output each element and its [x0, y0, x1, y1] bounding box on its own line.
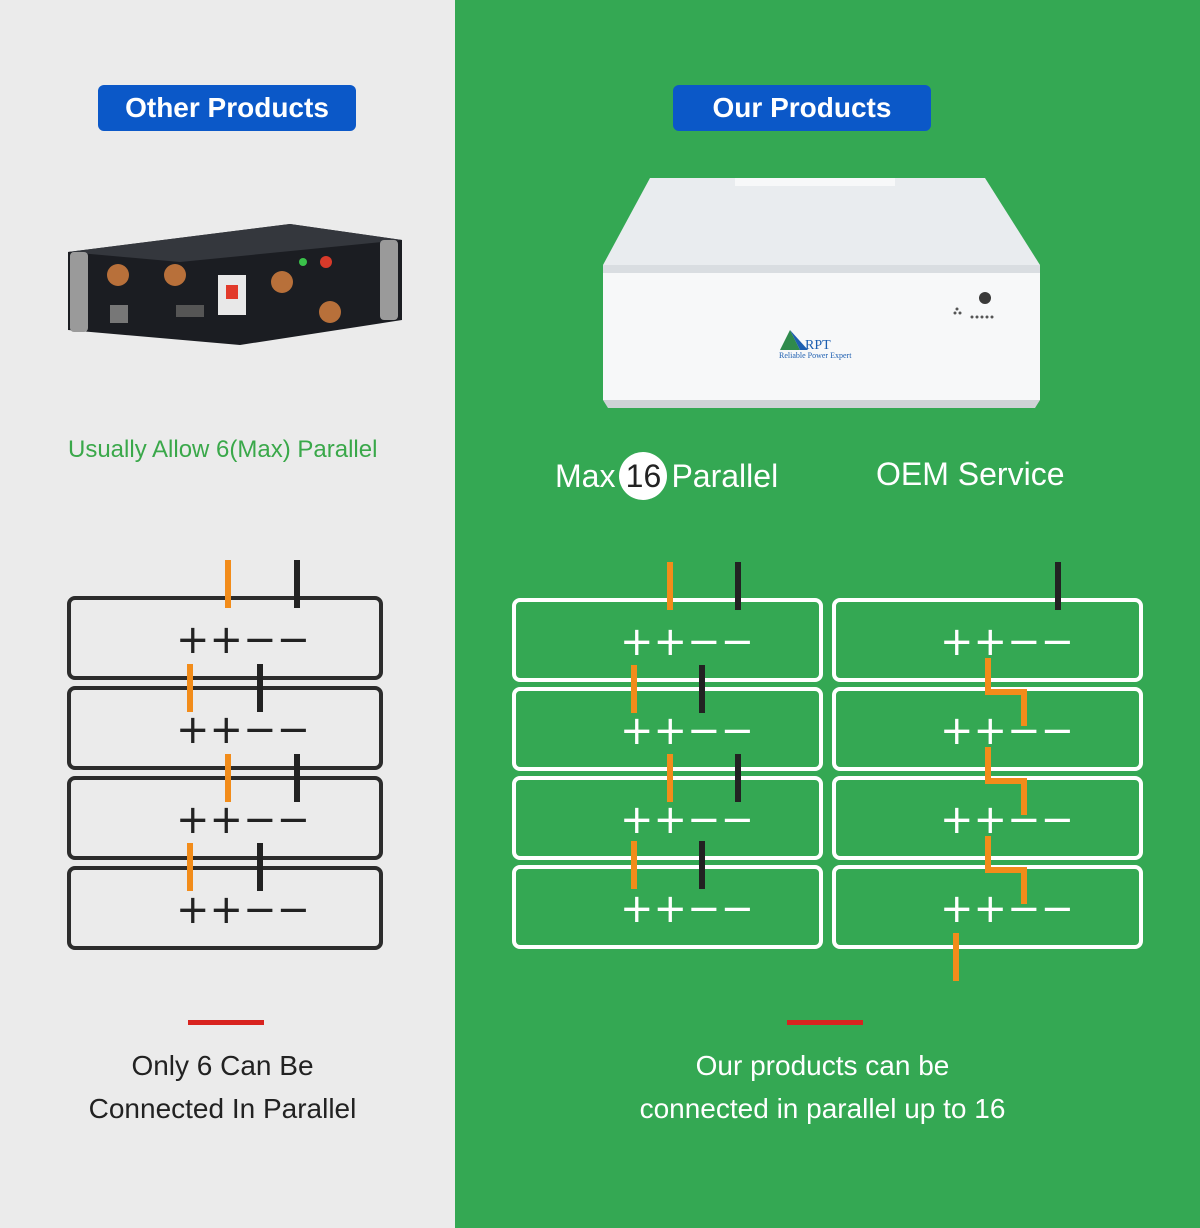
battery-terminals: ++−− — [176, 887, 310, 933]
battery-terminals: ++−− — [176, 617, 310, 663]
logo-text: RPT — [805, 338, 831, 353]
our-product-image — [603, 178, 1040, 408]
our-products-badge: Our Products — [673, 85, 931, 131]
battery-terminals: ++−− — [176, 707, 310, 753]
right-caption: Our products can be connected in paralle… — [455, 1044, 1190, 1130]
battery-terminals: ++−− — [620, 708, 754, 754]
right-caption-line-1: Our products can be — [695, 1050, 950, 1081]
left-caption-line-1: Only 6 Can Be — [131, 1050, 314, 1081]
battery-terminals: ++−− — [620, 886, 754, 932]
left-caption: Only 6 Can Be Connected In Parallel — [0, 1044, 445, 1130]
left-subtitle: Usually Allow 6(Max) Parallel — [68, 436, 378, 463]
right-red-divider — [787, 1020, 863, 1025]
battery-terminals: ++−− — [940, 797, 1074, 843]
other-products-badge: Other Products — [98, 85, 356, 131]
battery-terminals: ++−− — [176, 797, 310, 843]
left-wires — [187, 560, 300, 891]
battery-terminals: ++−− — [940, 886, 1074, 932]
logo-tagline: Reliable Power Expert — [779, 351, 852, 360]
oem-service-label: OEM Service — [876, 456, 1065, 492]
status-dots — [953, 307, 994, 319]
right-wires-a — [631, 562, 741, 889]
battery-box — [67, 866, 383, 950]
right-wires-b — [953, 562, 1061, 981]
left-caption-line-2: Connected In Parallel — [88, 1093, 357, 1124]
max-parallel-label: Max 16 Parallel — [555, 452, 778, 500]
left-red-divider — [188, 1020, 264, 1025]
max-prefix: Max — [555, 457, 616, 494]
right-caption-line-2: connected in parallel up to 16 — [639, 1093, 1006, 1124]
max-number-badge: 16 — [619, 452, 668, 500]
battery-terminals: ++−− — [620, 797, 754, 843]
max-suffix: Parallel — [671, 457, 779, 494]
battery-terminals: ++−− — [940, 708, 1074, 754]
logo-mark-icon — [780, 330, 800, 350]
battery-terminals: ++−− — [620, 619, 754, 665]
other-product-image — [68, 224, 402, 345]
battery-terminals: ++−− — [940, 619, 1074, 665]
